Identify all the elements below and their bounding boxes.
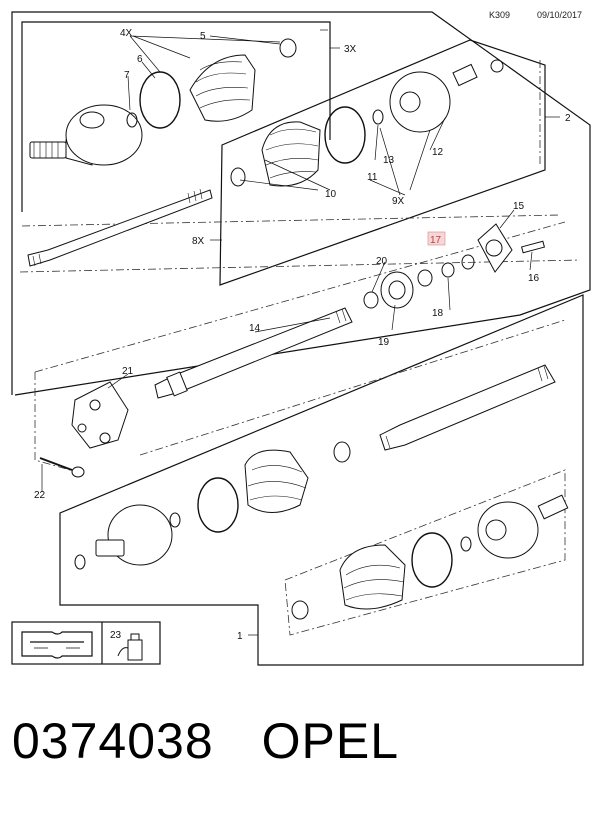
tripod-joint-lower — [477, 494, 569, 559]
boot-inner — [261, 121, 321, 187]
callout-16: 16 — [528, 273, 540, 284]
callout-19: 19 — [378, 337, 390, 348]
callout-12: 12 — [432, 147, 444, 158]
grease-tube-icon — [117, 633, 143, 661]
brand-name: OPEL — [261, 713, 400, 769]
diagram-date: 09/10/2017 — [537, 10, 583, 20]
clamp-lower-5 — [291, 600, 309, 620]
callout-4x: 4X — [120, 28, 133, 39]
boot-outer — [189, 54, 256, 122]
snap-ring-13 — [372, 109, 384, 125]
callout-18: 18 — [432, 308, 444, 319]
callout-5: 5 — [200, 31, 206, 42]
shaft-lower — [379, 364, 556, 451]
complete-shaft-frame — [59, 294, 584, 666]
callout-6: 6 — [137, 54, 143, 65]
callout-17: 17 — [430, 235, 442, 246]
highlighted-callout-17-box — [427, 231, 446, 246]
outer-joint-kit-frame — [21, 21, 331, 212]
upper-assembly-frame — [11, 11, 591, 396]
clamp-lower-2 — [197, 477, 239, 533]
bolt-22 — [39, 457, 85, 478]
clamp-lower-4 — [411, 532, 453, 588]
callout-2: 2 — [565, 113, 571, 124]
bolt-16 — [520, 240, 546, 254]
manual-icon — [21, 631, 93, 659]
inner-joint-kit-frame — [219, 39, 546, 286]
callout-14: 14 — [249, 323, 261, 334]
clamp-10 — [230, 167, 246, 187]
seal-upper — [417, 269, 433, 287]
clamp-11 — [324, 106, 366, 164]
callout-22: 22 — [34, 490, 46, 501]
callout-20: 20 — [376, 256, 388, 267]
snap-ring-lower-2 — [460, 536, 472, 552]
boot-lower-left — [244, 449, 309, 513]
bearing-flange-15 — [477, 223, 513, 273]
circlip-18 — [441, 262, 455, 278]
snap-ring-lower — [169, 512, 181, 528]
clamp-lower-3 — [74, 554, 86, 570]
clamp-5 — [279, 38, 297, 58]
snap-ring-7 — [126, 112, 138, 128]
callout-3x: 3X — [344, 44, 357, 55]
callout-13: 13 — [383, 155, 395, 166]
clamp-lower-1 — [333, 441, 351, 463]
support-bracket-21 — [71, 381, 129, 449]
drive-shaft-exploded-diagram: 4X 5 3X 6 7 2 13 12 11 10 9X 8X 15 17 20… — [11, 11, 591, 666]
ring-17 — [461, 254, 475, 270]
outer-cv-joint-lower — [95, 504, 173, 566]
callout-15: 15 — [513, 201, 525, 212]
callout-8x: 8X — [192, 236, 205, 247]
callout-7: 7 — [124, 70, 130, 81]
diagram-ref: K309 — [489, 10, 511, 20]
outer-cv-joint-top — [29, 104, 143, 166]
part-footer: 0374038 OPEL — [12, 712, 399, 770]
ring-20 — [363, 291, 379, 309]
boot-lower-right — [339, 544, 406, 610]
clamp-6 — [139, 71, 181, 129]
part-number: 0374038 — [12, 713, 214, 769]
intermediate-shaft-14 — [154, 307, 353, 399]
callout-9x: 9X — [392, 196, 405, 207]
callout-21: 21 — [122, 366, 134, 377]
callout-23: 23 — [110, 630, 122, 641]
o-ring-top — [490, 59, 504, 73]
callout-11: 11 — [367, 172, 378, 183]
tripod-joint — [389, 63, 478, 133]
callout-1: 1 — [237, 631, 243, 642]
shaft-upper — [27, 188, 213, 267]
legend-box — [11, 621, 161, 665]
bearing-19 — [380, 271, 414, 309]
callout-10: 10 — [325, 189, 337, 200]
